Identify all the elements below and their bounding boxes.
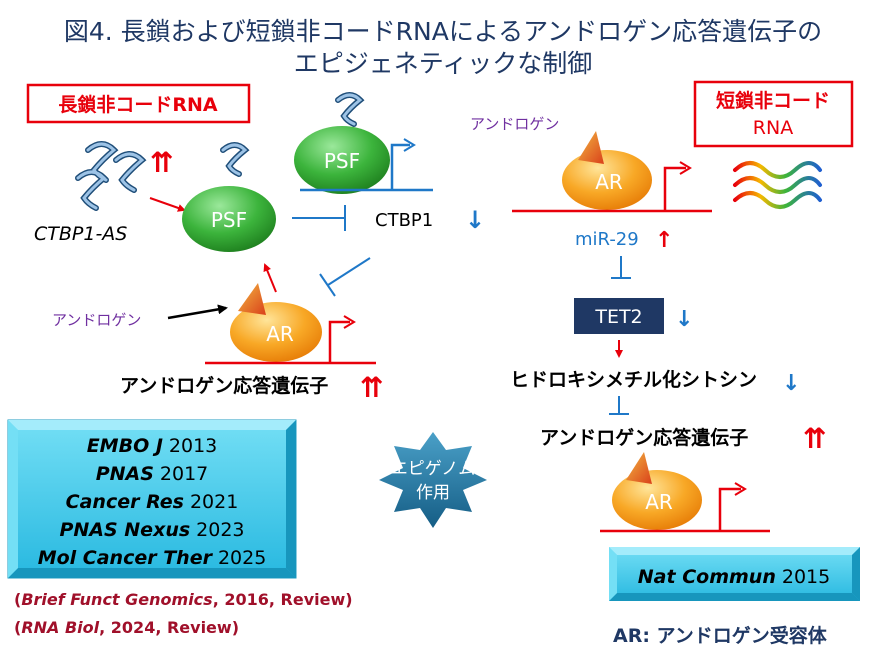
psf-protein-left bbox=[182, 142, 276, 252]
reference-journal: EMBO J bbox=[87, 435, 163, 457]
ctbp1-down-arrow: ↓ bbox=[465, 206, 485, 234]
reference-journal: PNAS bbox=[96, 463, 154, 485]
epigenome-text-line1: エピゲノム bbox=[391, 459, 476, 479]
review-pre: ( bbox=[14, 618, 21, 637]
inhibit-psf-to-ctbp1 bbox=[292, 205, 346, 231]
ctbp1-promoter bbox=[300, 138, 433, 192]
psf-protein-top bbox=[294, 92, 390, 194]
arrow-ar-to-psf bbox=[263, 263, 277, 293]
nat-commun-journal: Nat Commun bbox=[638, 566, 776, 588]
inhibit-mir29-to-tet2 bbox=[611, 256, 631, 279]
psf-label-left: PSF bbox=[211, 208, 247, 232]
review-pre: ( bbox=[14, 590, 21, 609]
review-rest: , 2024, Review) bbox=[99, 618, 239, 637]
review-journal: Brief Funct Genomics bbox=[21, 590, 212, 609]
reference-year: 2023 bbox=[196, 519, 244, 541]
lncrna-header-box bbox=[26, 83, 251, 124]
hmc-label: ヒドロキシメチル化シトシン bbox=[510, 368, 757, 391]
tet2-label: TET2 bbox=[594, 306, 642, 328]
reference-journal: PNAS Nexus bbox=[59, 519, 190, 541]
reference-year: 2017 bbox=[160, 463, 208, 485]
figure-title-line2: エピジェネティックな制御 bbox=[294, 49, 593, 78]
reference-box-nat-commun bbox=[609, 547, 860, 601]
figure-title-line1: 図4. 長鎖および短鎖非コードRNAによるアンドロゲン応答遺伝子の bbox=[64, 17, 822, 46]
reference-box-main bbox=[7, 419, 297, 579]
sncrna-header-box bbox=[693, 80, 854, 148]
response-genes-right-up: ⇈ bbox=[803, 422, 826, 455]
ar-label-top-right: AR bbox=[595, 170, 623, 194]
ar-legend: AR: アンドロゲン受容体 bbox=[613, 624, 828, 647]
epigenome-text-line2: 作用 bbox=[416, 483, 450, 503]
androgen-label-left: アンドロゲン bbox=[52, 311, 141, 329]
lncrna-header: 長鎖非コードRNA bbox=[58, 93, 218, 116]
ar-label-bottom-right: AR bbox=[645, 490, 673, 514]
nat-commun-ref: Nat Commun 2015 bbox=[638, 566, 830, 588]
ctbp1-as-label: CTBP1-AS bbox=[34, 223, 127, 245]
reference-item: Cancer Res 2021 bbox=[66, 491, 239, 513]
sncrna-header-line1: 短鎖非コード bbox=[716, 89, 830, 112]
ar-label-left: AR bbox=[266, 322, 294, 346]
mir29-up-arrow: ↑ bbox=[655, 228, 673, 253]
ar-protein-top-right bbox=[562, 131, 652, 210]
tet2-down-arrow: ↓ bbox=[675, 307, 693, 332]
sncrna-header-line2: RNA bbox=[753, 117, 793, 139]
reference-year: 2013 bbox=[169, 435, 217, 457]
ar-protein-bottom-right bbox=[612, 452, 702, 530]
review-item: (RNA Biol, 2024, Review) bbox=[14, 618, 239, 637]
inhibit-ctbp1-to-ar bbox=[319, 257, 371, 297]
androgen-label-right: アンドロゲン bbox=[470, 115, 559, 133]
inhibit-hmc-to-genes bbox=[609, 396, 629, 415]
lncrna-cluster-icon bbox=[75, 141, 147, 211]
reference-year: 2025 bbox=[218, 547, 266, 569]
ar-response-gene-right bbox=[600, 482, 770, 533]
ctbp1-label: CTBP1 bbox=[375, 210, 433, 231]
small-rna-icon bbox=[733, 161, 822, 209]
mir29-label: miR-29 bbox=[575, 229, 639, 250]
nat-commun-year: 2015 bbox=[782, 566, 830, 588]
response-genes-left-up: ⇈ bbox=[360, 371, 383, 404]
ar-protein-left bbox=[230, 283, 322, 362]
review-journal: RNA Biol bbox=[21, 618, 99, 637]
psf-label-top: PSF bbox=[324, 149, 360, 173]
mir29-gene bbox=[512, 161, 712, 213]
epigenome-star bbox=[379, 432, 487, 528]
response-genes-left: アンドロゲン応答遺伝子 bbox=[120, 374, 328, 397]
arrow-lncrna-to-psf bbox=[149, 197, 186, 212]
ctbp1-as-up-arrow: ⇈ bbox=[150, 146, 173, 179]
reference-item: PNAS Nexus 2023 bbox=[59, 519, 244, 541]
review-rest: , 2016, Review) bbox=[213, 590, 353, 609]
review-item: (Brief Funct Genomics, 2016, Review) bbox=[14, 590, 353, 609]
reference-year: 2021 bbox=[190, 491, 238, 513]
hmc-down-arrow: ↓ bbox=[782, 371, 800, 396]
reference-item: PNAS 2017 bbox=[96, 463, 209, 485]
response-genes-right: アンドロゲン応答遺伝子 bbox=[540, 426, 748, 449]
ar-response-gene-left bbox=[205, 315, 376, 365]
reference-journal: Mol Cancer Ther bbox=[38, 547, 214, 569]
tet2-box bbox=[574, 298, 664, 334]
arrow-androgen-to-ar bbox=[167, 304, 228, 320]
review-list: (Brief Funct Genomics, 2016, Review)(RNA… bbox=[14, 590, 353, 637]
reference-journal: Cancer Res bbox=[66, 491, 184, 513]
reference-item: EMBO J 2013 bbox=[87, 435, 218, 457]
